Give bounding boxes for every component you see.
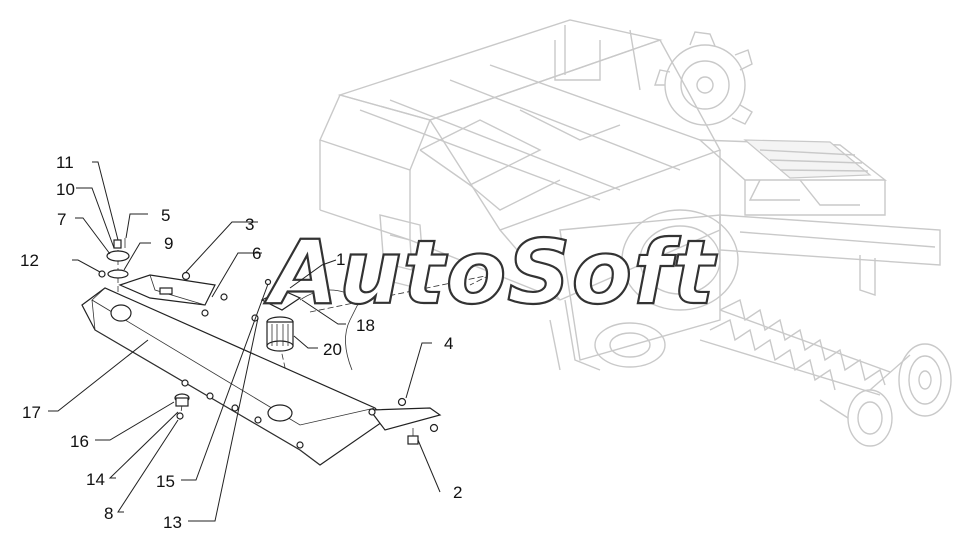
- callout-1: 1: [336, 250, 345, 269]
- callout-9: 9: [164, 234, 173, 253]
- callout-15: 15: [156, 472, 175, 491]
- leader-lines: [48, 161, 441, 522]
- upper-bracket-part: [118, 271, 228, 317]
- background-machine-frame: [319, 19, 952, 447]
- callout-7: 7: [57, 210, 66, 229]
- drain-plug-part: [174, 393, 190, 420]
- callout-8: 8: [104, 504, 113, 523]
- callout-3: 3: [245, 215, 254, 234]
- watermark-text: AutoSoft: [264, 221, 717, 324]
- callout-4: 4: [444, 334, 453, 353]
- bolt-part: [407, 423, 439, 445]
- callout-6: 6: [252, 244, 261, 263]
- callout-13: 13: [163, 513, 182, 532]
- callout-labels: 1 2 3 4 5 6 7 8 9 10 11 12 13 14 15 16 1…: [20, 153, 462, 532]
- callout-10: 10: [56, 180, 75, 199]
- cap-assembly-part: [98, 238, 130, 279]
- callout-12: 12: [20, 251, 39, 270]
- callout-2: 2: [453, 483, 462, 502]
- callout-16: 16: [70, 432, 89, 451]
- filter-element-part: [251, 278, 302, 352]
- callout-14: 14: [86, 470, 105, 489]
- callout-18: 18: [356, 316, 375, 335]
- callout-5: 5: [161, 206, 170, 225]
- callout-20: 20: [323, 340, 342, 359]
- callout-17: 17: [22, 403, 41, 422]
- callout-11: 11: [56, 153, 74, 172]
